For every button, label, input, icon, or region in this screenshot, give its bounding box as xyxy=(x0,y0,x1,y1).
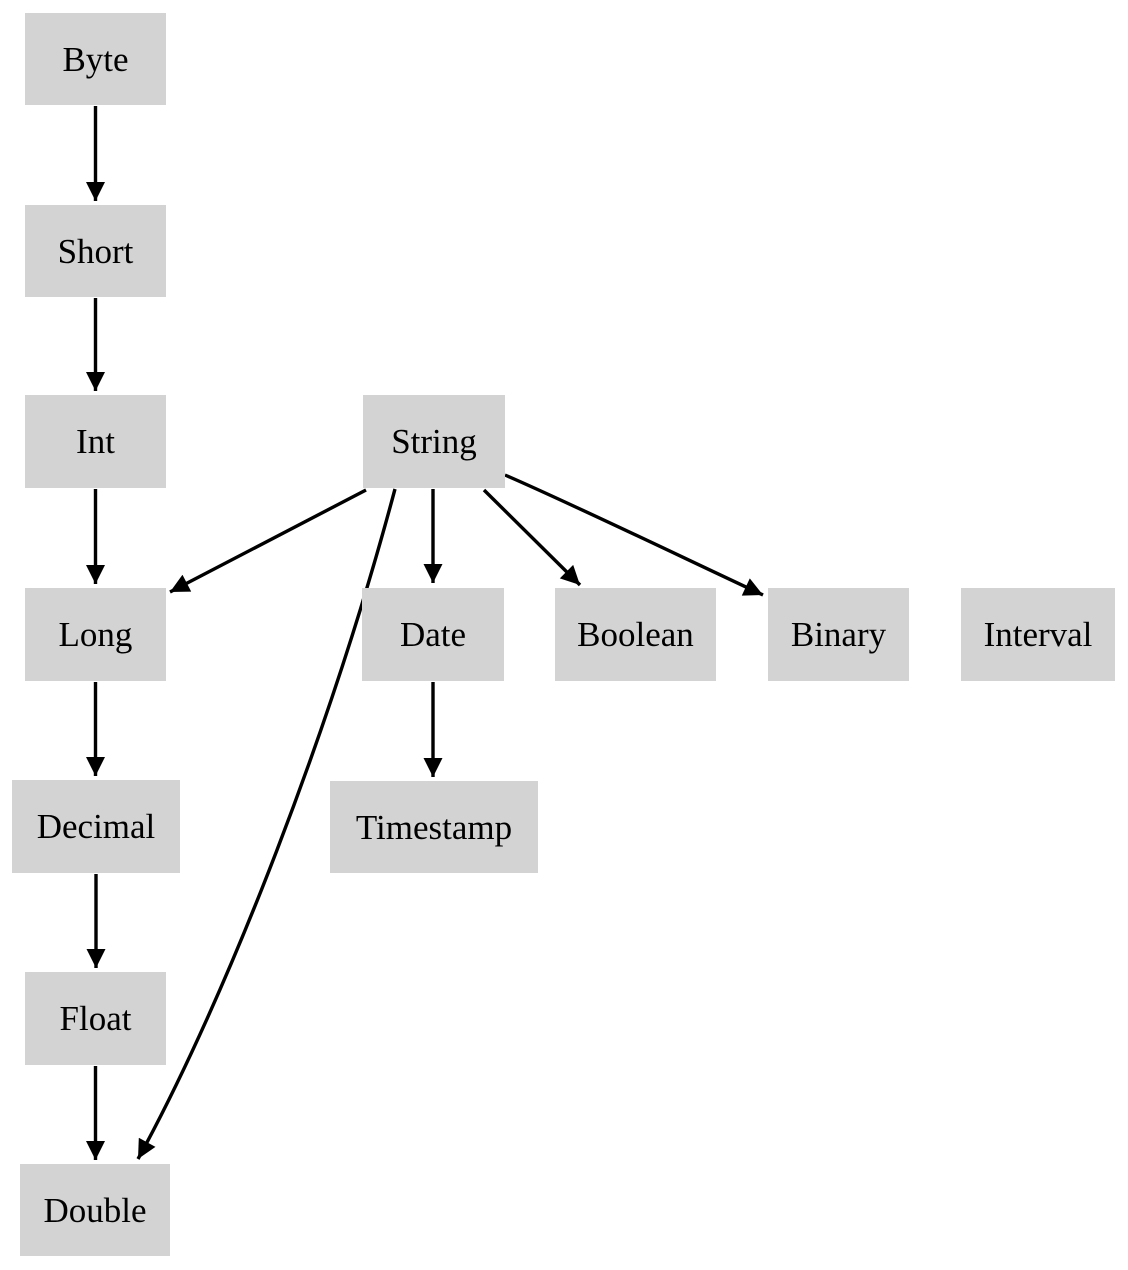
node-timestamp: Timestamp xyxy=(330,781,538,873)
node-long: Long xyxy=(25,588,166,681)
node-int: Int xyxy=(25,395,166,488)
edge-string-boolean xyxy=(482,488,582,587)
node-double: Double xyxy=(20,1164,170,1256)
node-string: String xyxy=(363,395,505,488)
node-date: Date xyxy=(362,588,504,681)
edge-string-long xyxy=(169,488,367,594)
node-boolean: Boolean xyxy=(555,588,716,681)
node-binary: Binary xyxy=(768,588,909,681)
edge-string-binary xyxy=(504,473,764,597)
node-short: Short xyxy=(25,205,166,297)
node-decimal: Decimal xyxy=(12,780,180,873)
node-float: Float xyxy=(25,972,166,1065)
node-interval: Interval xyxy=(961,588,1115,681)
node-byte: Byte xyxy=(25,13,166,105)
